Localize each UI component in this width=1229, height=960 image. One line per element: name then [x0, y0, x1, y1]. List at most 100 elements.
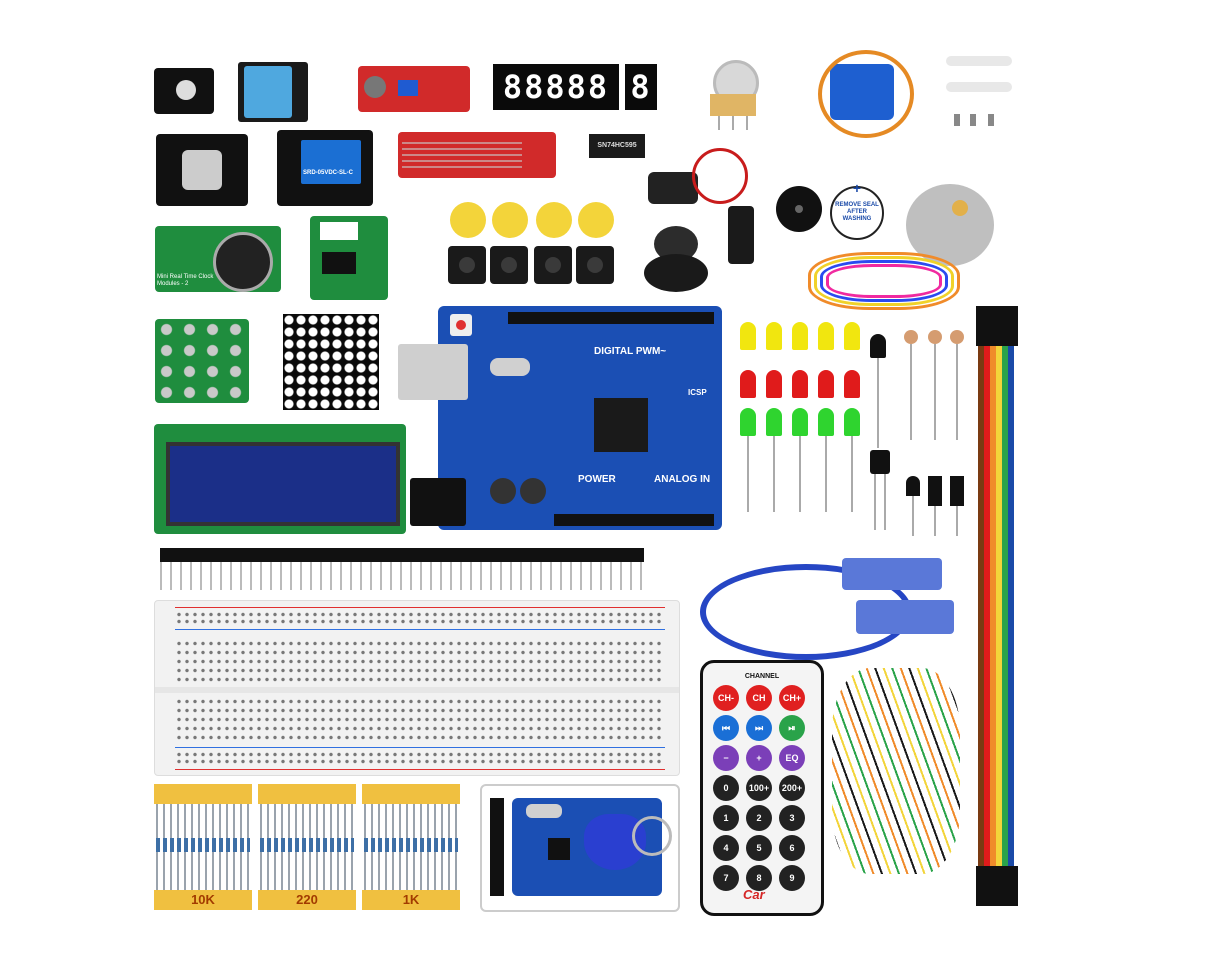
- reset-dot: [456, 320, 466, 330]
- led: [740, 322, 756, 350]
- led: [818, 322, 834, 350]
- seven-segment-display-4digit: 88888: [493, 64, 619, 110]
- joystick-base-icon: [644, 254, 708, 292]
- remote-button[interactable]: 7: [713, 865, 739, 891]
- microcontroller-chip-icon: [594, 398, 648, 452]
- usb-a-plug-icon: [856, 600, 954, 634]
- lcd-1602-module: [154, 424, 406, 534]
- resistor-tape-top: [154, 784, 252, 804]
- led: [766, 370, 782, 398]
- ribbon-wire-blue-icon: [1008, 306, 1014, 896]
- screw-icon: [970, 114, 976, 126]
- led-matrix-8x8: [283, 314, 379, 410]
- wire-yellow-icon: [814, 256, 954, 306]
- remote-button[interactable]: 4: [713, 835, 739, 861]
- analog-label: ANALOG IN: [654, 474, 711, 485]
- remote-button[interactable]: 9: [779, 865, 805, 891]
- jumper-wire-bundle: [832, 668, 960, 874]
- crystal-icon: [490, 358, 530, 376]
- remote-button[interactable]: 6: [779, 835, 805, 861]
- rfid-chip-icon: [548, 838, 570, 860]
- jumper-wire-icon: [832, 668, 960, 874]
- led: [844, 408, 860, 436]
- seven-segment-digit: 8: [630, 68, 652, 106]
- holes-bottom-rail-icon: [175, 751, 665, 765]
- usb-b-port-icon: [398, 344, 468, 400]
- led: [844, 322, 860, 350]
- power-label: POWER: [578, 474, 616, 485]
- ir-receiver: [870, 450, 890, 474]
- remote-button[interactable]: CH: [746, 685, 772, 711]
- resistor-bodies-icon: [364, 838, 458, 852]
- button-cap-yellow: [492, 202, 528, 238]
- wire-blue-icon: [820, 260, 948, 302]
- relay-block-icon: SRD-05VDC-SL-C: [301, 140, 361, 184]
- remote-button[interactable]: 1: [713, 805, 739, 831]
- remote-button[interactable]: 2: [746, 805, 772, 831]
- stepper-body-icon: [906, 184, 994, 266]
- remote-button[interactable]: ⏭: [746, 715, 772, 741]
- screw-icon: [988, 114, 994, 126]
- remote-button[interactable]: −: [713, 745, 739, 771]
- rtc-clock-module: Mini Real Time Clock Modules - 2: [155, 226, 281, 292]
- rotary-encoder-module: [156, 134, 248, 206]
- remote-button[interactable]: 3: [779, 805, 805, 831]
- ir-receiver-led: [870, 334, 886, 358]
- led: [818, 408, 834, 436]
- remote-button[interactable]: CH+: [779, 685, 805, 711]
- power-rail-bottom-blue: [175, 747, 665, 748]
- capacitor-icon: [490, 478, 516, 504]
- photoresistor-leg: [934, 344, 936, 440]
- photoresistor: [904, 330, 918, 344]
- arduino-uno-board: DIGITAL PWM~ ICSP POWER ANALOG IN: [398, 306, 722, 530]
- icsp-label: ICSP: [688, 388, 707, 397]
- button-cap-yellow: [578, 202, 614, 238]
- tilt-leg: [956, 506, 958, 536]
- remote-button[interactable]: EQ: [779, 745, 805, 771]
- remote-button[interactable]: +: [746, 745, 772, 771]
- tilt-leg: [934, 506, 936, 536]
- ribbon-wire-red-icon: [984, 306, 990, 896]
- pot-leg: [718, 116, 720, 130]
- remote-title: CHANNEL: [744, 673, 780, 680]
- photoresistor-leg: [910, 344, 912, 440]
- tactile-button: [490, 246, 528, 284]
- button-cap-yellow: [450, 202, 486, 238]
- led-leg: [825, 436, 827, 512]
- remote-button[interactable]: 5: [746, 835, 772, 861]
- dc-plug-icon: [728, 206, 754, 264]
- remote-button[interactable]: ⏮: [713, 715, 739, 741]
- ribbon-connectors-bottom-icon: [976, 866, 1018, 906]
- wire-orange-icon: [808, 252, 960, 310]
- dht11-cap-icon: [244, 66, 292, 118]
- remote-button[interactable]: 200+: [779, 775, 805, 801]
- plus-icon: +: [852, 180, 862, 196]
- remote-button[interactable]: CH-: [713, 685, 739, 711]
- rfid-keyfob: [580, 808, 672, 878]
- remote-button[interactable]: ⏯: [779, 715, 805, 741]
- shift-register-ic: SN74HC595: [589, 134, 645, 158]
- ic-text: SN74HC595: [597, 142, 637, 149]
- joystick-cap: [644, 226, 708, 292]
- transistor-leg: [912, 496, 914, 536]
- wire-red-icon: [692, 148, 748, 204]
- resistor-bodies-icon: [260, 838, 354, 852]
- led: [766, 322, 782, 350]
- ribbon-wire-green-icon: [1002, 306, 1008, 896]
- remote-button[interactable]: 8: [746, 865, 772, 891]
- coin-cell-icon: [213, 232, 273, 292]
- battery-clip: [648, 146, 758, 270]
- led: [740, 370, 756, 398]
- power-header-icon: [554, 514, 714, 526]
- dht11-sensor: [238, 62, 308, 122]
- resistor-tape-top: [362, 784, 460, 804]
- capacitor-icon: [520, 478, 546, 504]
- sensor-traces-icon: [402, 138, 522, 172]
- remote-button[interactable]: 0: [713, 775, 739, 801]
- relay-text: SRD-05VDC-SL-C: [303, 170, 354, 176]
- tactile-button: [534, 246, 572, 284]
- ir-leg: [874, 474, 876, 530]
- remote-button[interactable]: 100+: [746, 775, 772, 801]
- pin-header-strip: [160, 546, 644, 592]
